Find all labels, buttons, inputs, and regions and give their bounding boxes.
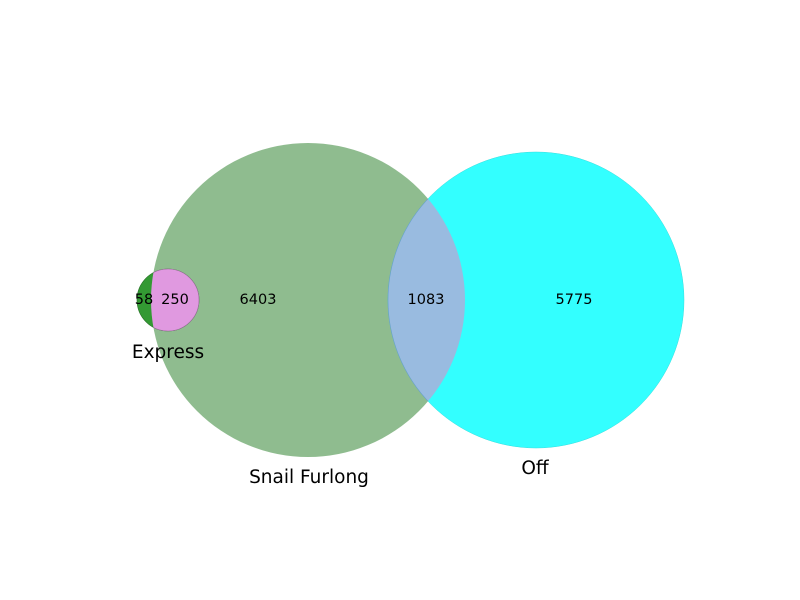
snail-furlong-circle (151, 143, 465, 457)
express-snail-overlap (151, 268, 200, 332)
off-only-count: 5775 (556, 292, 593, 308)
snail-off-count: 1083 (408, 292, 445, 308)
express-set-label: Express (132, 342, 204, 363)
snail-furlong-set-label: Snail Furlong (249, 467, 369, 488)
express-snail-count: 250 (161, 292, 189, 308)
off-set-label: Off (521, 458, 550, 479)
snail-only-count: 6403 (240, 292, 277, 308)
express-only-count: 58 (135, 292, 153, 308)
